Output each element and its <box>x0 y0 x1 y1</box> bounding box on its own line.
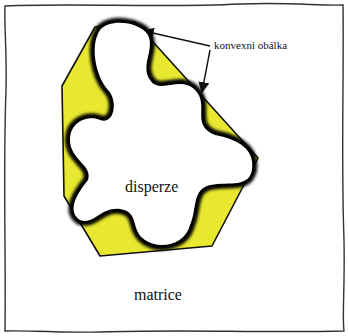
frame-outline <box>5 3 345 332</box>
leader-line <box>202 50 210 92</box>
hull-polygon <box>62 22 258 256</box>
matrix-label: matrice <box>134 286 182 304</box>
particle-label: disperze <box>125 178 178 196</box>
hull-label: konvexni obálka <box>214 39 287 52</box>
